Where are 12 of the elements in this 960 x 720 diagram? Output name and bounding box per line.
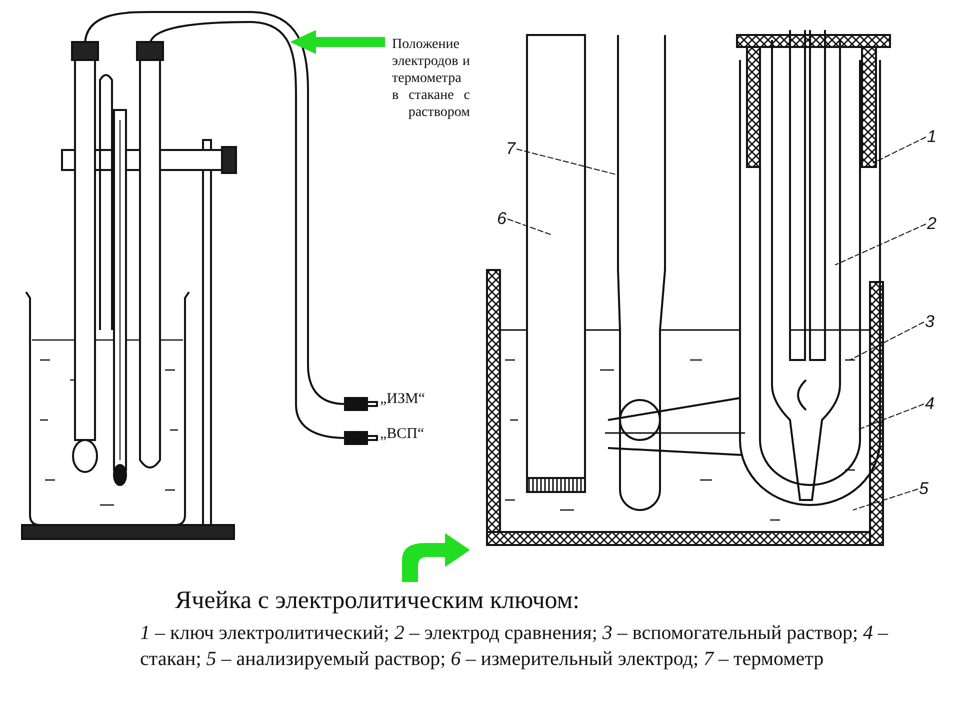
leader-line <box>834 224 926 266</box>
plug-label: „ИЗМ“ <box>380 391 425 408</box>
leader-line <box>850 322 924 360</box>
leader-line <box>506 218 552 236</box>
leader-line <box>872 136 926 164</box>
caption: 1 – ключ электролитический; 2 – электрод сравнения; 3 – вспомогательный раствор; 4 – стакан; 5 – анализируемый раствор; 6 – измерительный электрод; 7 – термометр <box>140 621 890 672</box>
leader-line <box>856 404 924 430</box>
title: Ячейка с электролитическим ключом: <box>175 587 580 615</box>
plug-label: „ВСП“ <box>380 426 424 443</box>
leader-line <box>516 148 618 176</box>
leader-line <box>852 488 918 510</box>
note: Положение электродов и термометра в стакане с раствором <box>392 36 470 121</box>
